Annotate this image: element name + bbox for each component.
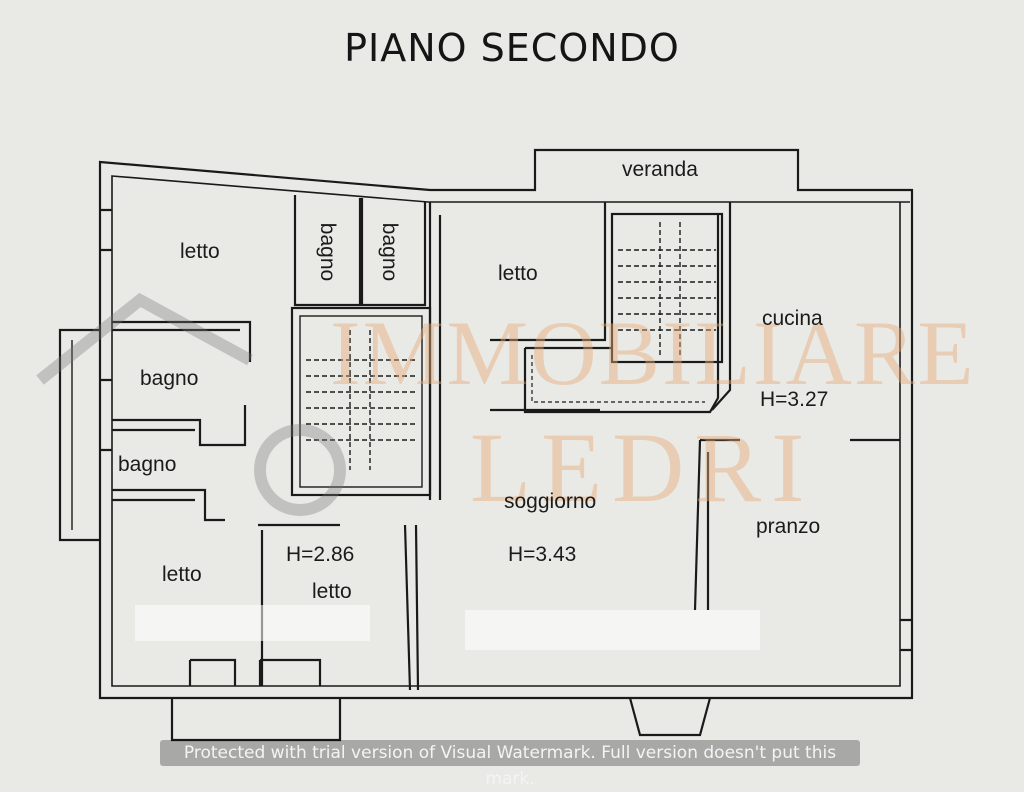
room-bagno-w2: bagno [118,453,177,476]
room-letto-nw: letto [180,240,220,263]
height-cucina: H=3.27 [760,388,829,411]
height-soggiorno: H=3.43 [508,543,577,566]
room-bagno-w1: bagno [140,367,199,390]
room-soggiorno: soggiorno [504,490,597,513]
trial-watermark-banner: Protected with trial version of Visual W… [160,740,860,789]
watermark-line2: LEDRI [470,412,815,523]
plan-title: PIANO SECONDO [344,26,680,70]
room-letto-sw: letto [162,563,202,586]
room-letto-s: letto [312,580,352,603]
height-letto: H=2.86 [286,543,355,566]
room-veranda: veranda [622,158,698,181]
room-pranzo: pranzo [756,515,821,538]
room-bagno-v2: bagno [378,222,402,282]
room-cucina: cucina [762,307,823,330]
room-bagno-v1: bagno [316,222,340,282]
watermark-line1: IMMOBILIARE [330,302,976,404]
floor-plan-drawing [36,148,914,742]
room-letto-center: letto [498,262,538,285]
